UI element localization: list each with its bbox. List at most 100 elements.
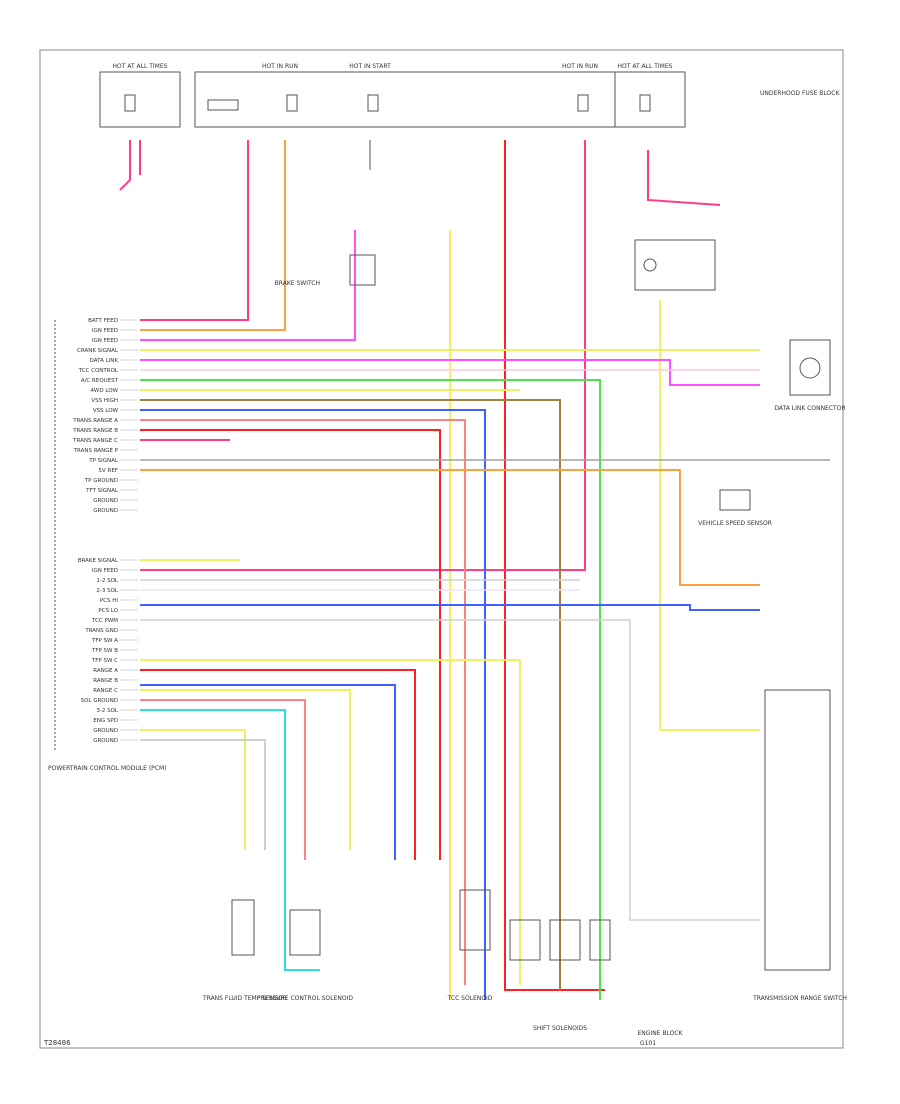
wire-pink-right <box>140 140 586 571</box>
trans-range-switch-box <box>764 689 831 971</box>
pcm-label: POWERTRAIN CONTROL MODULE (PCM) <box>48 765 166 772</box>
wire-red <box>504 140 605 991</box>
brake-switch-box <box>349 254 376 286</box>
wire-blue-h <box>140 409 486 1000</box>
pin-label: 1-2 SOL <box>96 578 119 584</box>
fuse-block-center <box>194 71 616 128</box>
wire-pink-datalink <box>119 140 131 191</box>
pin-label: RANGE A <box>93 668 118 674</box>
wire-cyan-l <box>140 709 320 971</box>
pin-label: TCC CONTROL <box>78 368 119 374</box>
wire-orange-ign <box>140 140 286 331</box>
pin-label: TRANS RANGE C <box>72 438 118 444</box>
wire-harness-lower <box>140 559 760 985</box>
speed-sensor-label: VEHICLE SPEED SENSOR <box>698 520 772 527</box>
wire-yellow-l3 <box>140 689 351 850</box>
pin-label: 4WD LOW <box>90 388 118 394</box>
pin-label: TFP SW B <box>91 648 118 654</box>
fuse-symbol <box>207 99 239 111</box>
pin-label: GROUND <box>93 738 118 744</box>
pin-label: BRAKE SIGNAL <box>78 558 119 564</box>
shift-solenoid-b-box <box>549 919 581 961</box>
wire-harness-upper <box>140 349 830 1000</box>
engine-block-label: ENGINE BLOCK <box>638 1030 684 1037</box>
fuse-block-left <box>99 71 181 128</box>
pin-label: TRANS GND <box>84 628 118 634</box>
pin-label: IGN FEED <box>92 568 118 574</box>
wire-pink-relay <box>647 150 721 206</box>
wire-green-h <box>140 379 601 1000</box>
fuse-block-name: UNDERHOOD FUSE BLOCK <box>760 90 840 97</box>
wire-salmon-h <box>140 419 466 985</box>
wire-yellow-l4 <box>140 729 246 850</box>
pin-label: TCC PWM <box>91 618 118 624</box>
temp-sensor-box <box>231 899 255 956</box>
wire-red-l <box>140 669 416 860</box>
left-fuse-label: HOT AT ALL TIMES <box>113 63 168 70</box>
wire-gray-l2 <box>140 739 266 850</box>
right-fuse-a-label: HOT IN RUN <box>562 63 598 70</box>
pin-label: VSS HIGH <box>91 398 118 404</box>
shift-solenoid-a-box <box>509 919 541 961</box>
pressure-control-box <box>289 909 321 956</box>
pin-label: IGN FEED <box>92 338 118 344</box>
brake-switch-label: BRAKE SWITCH <box>275 280 320 287</box>
fuse-symbol <box>639 94 651 112</box>
ign-fuse-label: HOT IN RUN <box>262 63 298 70</box>
pin-label: TRANS RANGE B <box>72 428 118 434</box>
pin-label: A/C REQUEST <box>81 378 119 384</box>
wire-salmon-l <box>140 699 306 860</box>
fuse-block-right <box>614 71 686 128</box>
pin-label: TFP SW C <box>91 658 118 664</box>
wire-yellow-l2 <box>140 659 521 985</box>
speed-sensor-box <box>719 489 751 511</box>
center-fuse-label: HOT IN START <box>349 63 391 70</box>
data-link-label: DATA LINK CONNECTOR <box>774 405 845 412</box>
temp-sensor-label: TRANS FLUID TEMP SENSOR <box>202 995 287 1002</box>
pin-label: TFT SIGNAL <box>85 488 119 494</box>
pressure-control-label: PRESSURE CONTROL SOLENOID <box>257 995 353 1002</box>
diagram-border <box>39 49 844 1049</box>
pin-labels-upper: BATT FEED IGN FEED IGN FEED CRANK SIGNAL DAT… <box>72 318 138 514</box>
pin-label: VSS LOW <box>93 408 119 414</box>
pin-label: DATA LINK <box>90 358 119 364</box>
pin-label: 3-2 SOL <box>96 708 119 714</box>
wire-pink-batt <box>140 140 249 321</box>
relay-box <box>634 239 716 291</box>
pin-label: BATT FEED <box>88 318 118 324</box>
shift-solenoid-c-box <box>589 919 611 961</box>
pin-label: SOL GROUND <box>81 698 118 704</box>
wire-gray-l <box>140 619 760 921</box>
fuse-symbol <box>577 94 589 112</box>
tcc-solenoid-label: TCC SOLENOID <box>447 995 493 1002</box>
data-link-port-icon <box>799 357 821 379</box>
pin-label: 5V REF <box>99 468 118 474</box>
wire-orange-h <box>140 469 760 586</box>
pin-label: CRANK SIGNAL <box>77 348 119 354</box>
pin-label: PCS LO <box>98 608 118 614</box>
wire-bundle-top <box>119 140 760 1000</box>
pin-label: GROUND <box>93 498 118 504</box>
tcc-solenoid-box <box>459 889 491 951</box>
wire-yellow-right <box>659 300 760 731</box>
fuse-symbol <box>124 94 136 112</box>
ground-label: G101 <box>640 1040 656 1047</box>
pin-label: TP GROUND <box>84 478 118 484</box>
pin-label: TRANS RANGE A <box>72 418 118 424</box>
pin-label: 2-3 SOL <box>96 588 119 594</box>
pin-label: TFP SW A <box>91 638 118 644</box>
right-fuse-b-label: HOT AT ALL TIMES <box>618 63 673 70</box>
wire-violet-h <box>140 359 760 386</box>
diagram-code: T28486 <box>43 1039 71 1047</box>
pin-label: RANGE B <box>93 678 118 684</box>
wire-violet <box>140 230 356 341</box>
relay-coil-icon <box>643 258 657 272</box>
pin-label: IGN FEED <box>92 328 118 334</box>
pin-label: TP SIGNAL <box>88 458 119 464</box>
fuse-symbol <box>367 94 379 112</box>
wire-brown-h <box>140 399 561 990</box>
shift-solenoids-label: SHIFT SOLENOIDS <box>533 1025 587 1032</box>
trans-range-label: TRANSMISSION RANGE SWITCH <box>752 995 847 1002</box>
